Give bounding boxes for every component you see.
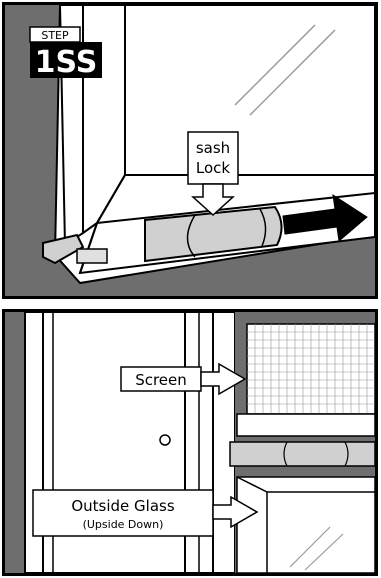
screen-glass-panel: Screen Outside Glass (Upside Down) [2, 309, 378, 576]
lock-hardware [230, 442, 375, 466]
screen-frame-bottom [237, 414, 375, 436]
screen-glass-illustration: Screen Outside Glass (Upside Down) [5, 312, 375, 573]
frame-hole [160, 435, 170, 445]
callout-line2: Lock [196, 159, 231, 177]
sash-lock-illustration: sash Lock STEP 1SS [5, 5, 375, 296]
step-number: 1SS [35, 45, 98, 80]
callout-line1: sash [196, 139, 230, 157]
step-1ss-panel: sash Lock STEP 1SS [2, 2, 378, 299]
frame-shadow [5, 312, 25, 573]
glass-label: Outside Glass [71, 497, 174, 515]
screen-label: Screen [135, 371, 187, 389]
glass-sublabel: (Upside Down) [83, 518, 164, 531]
step-label: STEP [41, 29, 69, 42]
